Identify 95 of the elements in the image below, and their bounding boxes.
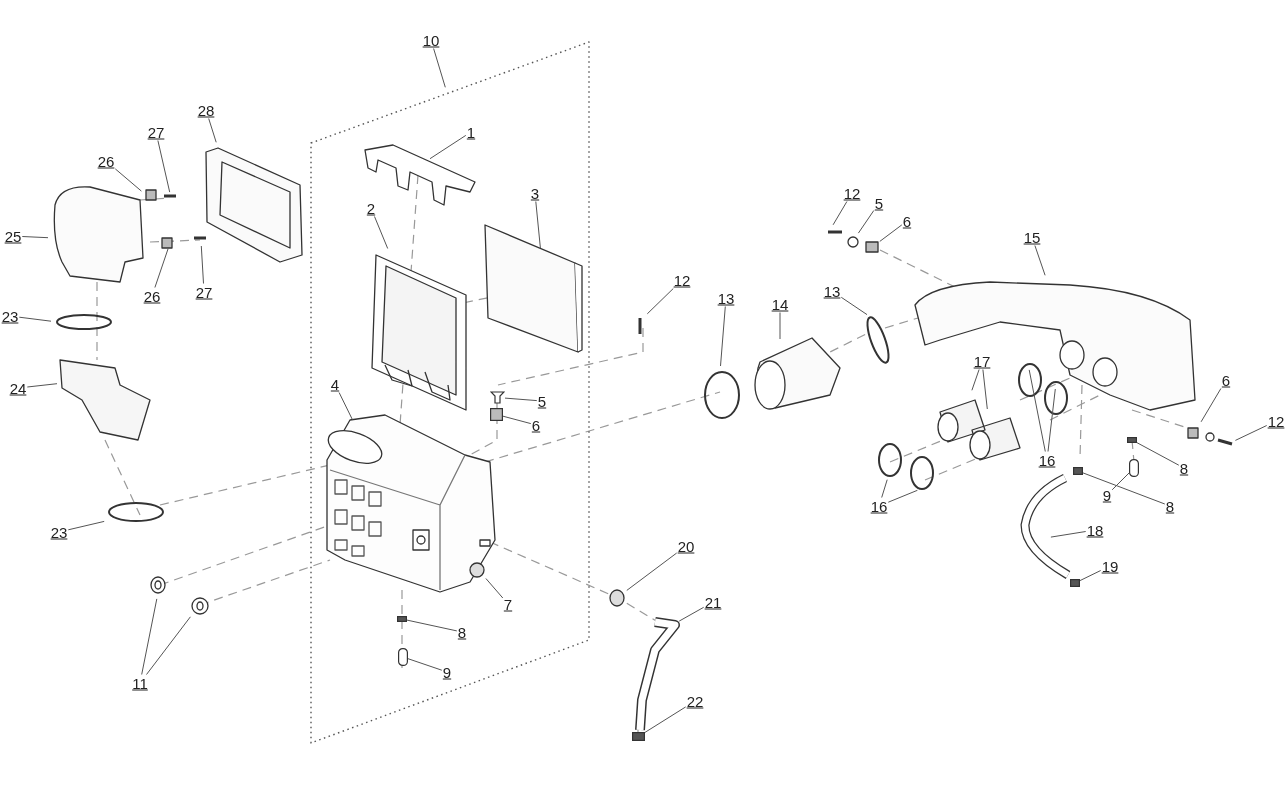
leader-line xyxy=(779,312,781,340)
leader-line xyxy=(485,578,504,599)
clip-drawing xyxy=(1070,579,1080,587)
callout-number: 17 xyxy=(972,352,992,370)
leader-line xyxy=(114,168,142,192)
callout-number: 15 xyxy=(1022,228,1042,246)
grommet-drawing xyxy=(490,408,503,421)
callout-number: 19 xyxy=(1100,557,1120,575)
leader-line xyxy=(840,296,868,316)
callout-number: 12 xyxy=(842,184,862,202)
leader-line xyxy=(626,552,678,591)
callout-number: 1 xyxy=(465,123,477,141)
leader-line xyxy=(857,210,875,234)
screw-drawing xyxy=(490,391,505,404)
callout-number: 16 xyxy=(869,497,889,515)
leader-line xyxy=(678,606,705,622)
leader-line xyxy=(429,134,467,160)
leader-line xyxy=(832,201,848,226)
callout-number: 28 xyxy=(196,101,216,119)
leader-line xyxy=(1111,472,1130,491)
callout-number: 22 xyxy=(685,692,705,710)
callout-number: 10 xyxy=(421,31,441,49)
leader-line xyxy=(881,479,888,498)
callout-number: 12 xyxy=(672,271,692,289)
leader-line xyxy=(504,397,538,402)
callout-number: 16 xyxy=(1037,451,1057,469)
leader-line xyxy=(1082,472,1166,505)
leader-line xyxy=(1200,388,1222,423)
leader-line xyxy=(1047,388,1056,452)
callout-number: 21 xyxy=(703,593,723,611)
callout-number: 6 xyxy=(530,416,542,434)
leader-line xyxy=(982,369,988,410)
leader-line xyxy=(406,619,458,632)
callout-number: 14 xyxy=(770,295,790,313)
callout-number: 3 xyxy=(529,184,541,202)
leader-line xyxy=(26,383,58,388)
callout-number: 8 xyxy=(456,623,468,641)
callout-number: 24 xyxy=(8,379,28,397)
leader-line xyxy=(208,118,217,143)
callout-number: 8 xyxy=(1178,459,1190,477)
leader-line xyxy=(644,706,687,733)
clip-drawing xyxy=(1073,467,1083,475)
leader-line xyxy=(141,598,158,675)
callout-number: 23 xyxy=(0,307,20,325)
leader-line xyxy=(157,140,171,193)
callout-number: 26 xyxy=(96,152,116,170)
callout-number: 12 xyxy=(1266,412,1286,430)
callout-number: 9 xyxy=(1101,486,1113,504)
leader-line xyxy=(374,216,389,249)
callout-number: 4 xyxy=(329,375,341,393)
leader-line xyxy=(502,415,532,425)
leader-line xyxy=(1050,531,1087,538)
leader-line xyxy=(18,316,52,322)
leader-line xyxy=(338,392,353,421)
leader-line xyxy=(1028,369,1046,452)
leader-line xyxy=(1136,442,1180,466)
callout-number: 2 xyxy=(365,199,377,217)
leader-line xyxy=(67,520,105,531)
callout-number: 6 xyxy=(1220,371,1232,389)
leader-line xyxy=(407,658,443,671)
callout-number: 8 xyxy=(1164,497,1176,515)
leader-line xyxy=(971,369,980,391)
callout-number: 9 xyxy=(441,663,453,681)
callout-number: 5 xyxy=(536,392,548,410)
clip-drawing xyxy=(632,732,645,741)
cap-drawing xyxy=(1129,459,1139,477)
leader-line xyxy=(146,616,191,675)
callout-number: 20 xyxy=(676,537,696,555)
callout-number: 27 xyxy=(194,283,214,301)
callout-number: 11 xyxy=(131,674,149,692)
leader-line xyxy=(154,248,169,288)
leader-line xyxy=(433,48,446,88)
callout-number: 6 xyxy=(901,212,913,230)
leader-line xyxy=(21,236,49,239)
leader-line xyxy=(1234,425,1268,441)
plug-drawing xyxy=(397,616,407,622)
leader-line xyxy=(879,224,903,242)
leader-line xyxy=(1079,570,1102,582)
callout-number: 27 xyxy=(146,123,166,141)
callout-number: 5 xyxy=(873,194,885,212)
leader-line xyxy=(720,306,726,367)
leader-line xyxy=(1034,245,1046,276)
leader-line xyxy=(200,245,204,284)
callout-number: 13 xyxy=(822,282,842,300)
callout-number: 18 xyxy=(1085,521,1105,539)
callout-number: 23 xyxy=(49,523,69,541)
plug-drawing xyxy=(1127,437,1137,443)
callout-number: 25 xyxy=(3,227,23,245)
cap-drawing xyxy=(398,648,408,666)
leader-line xyxy=(646,288,674,315)
callout-number: 7 xyxy=(502,595,514,613)
leader-line xyxy=(887,489,918,503)
leader-line xyxy=(535,201,541,249)
callout-number: 26 xyxy=(142,287,162,305)
callout-number: 13 xyxy=(716,289,736,307)
